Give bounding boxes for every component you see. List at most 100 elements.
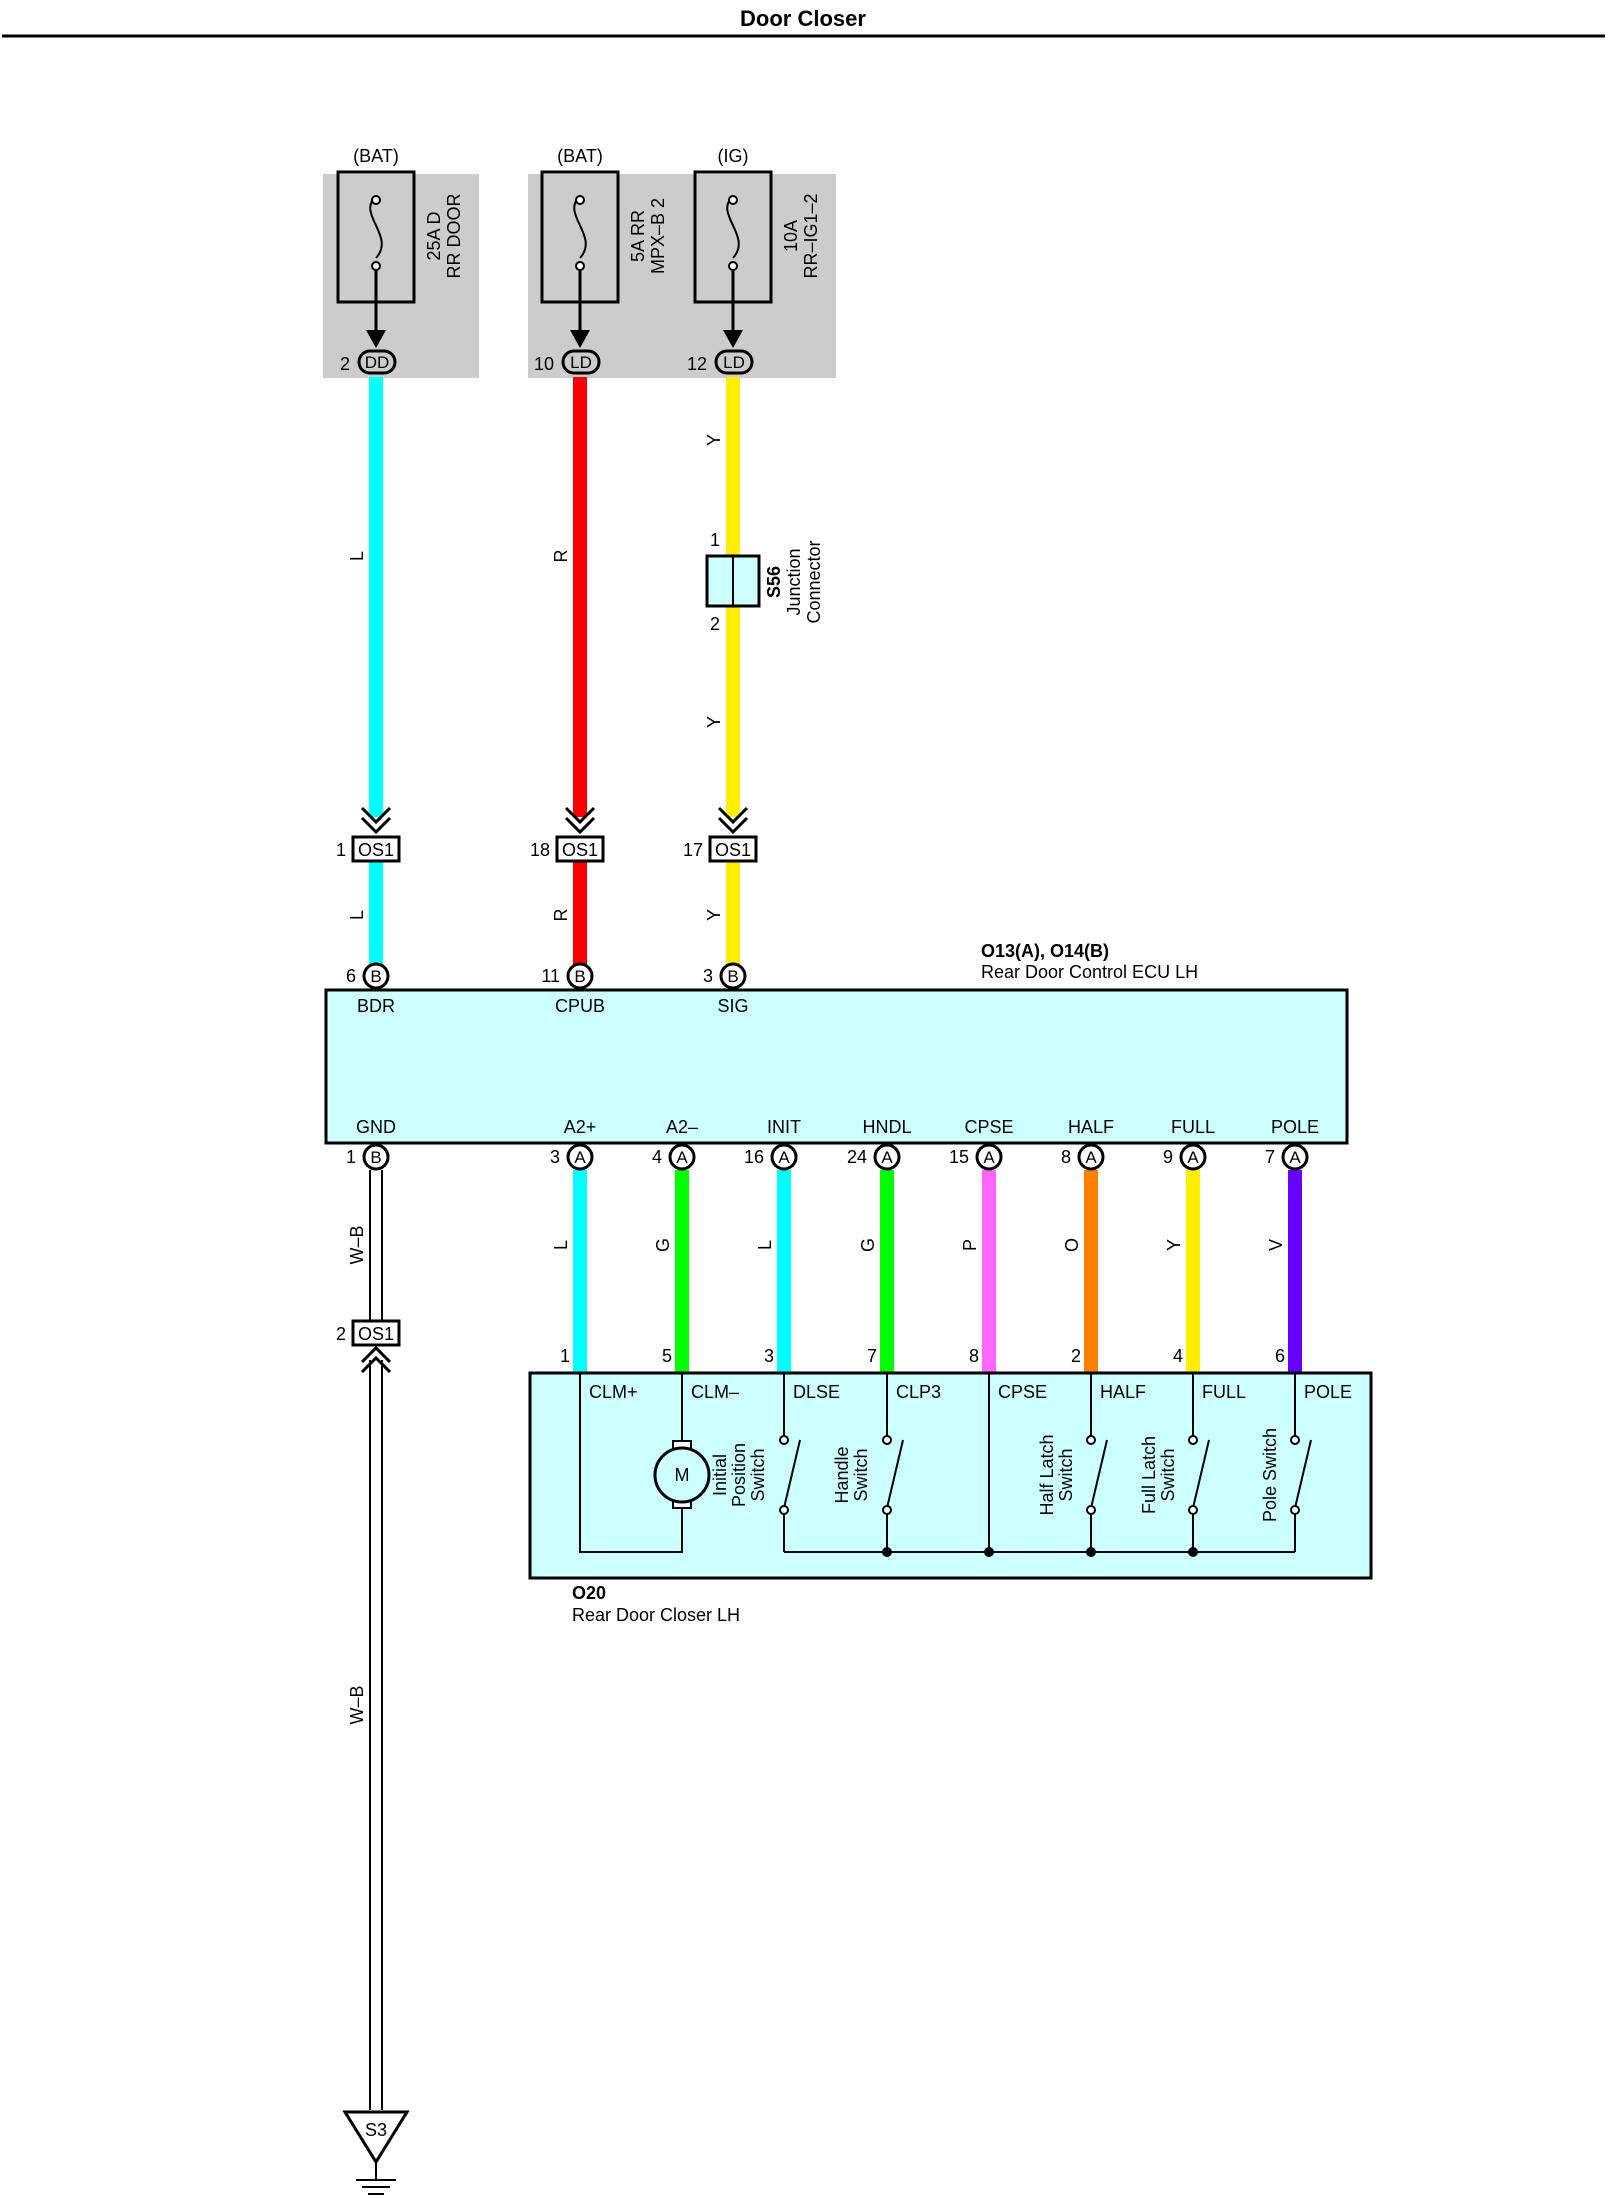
junction-pin-bottom: 2: [710, 614, 720, 634]
svg-text:A: A: [574, 1148, 586, 1167]
svg-text:V: V: [1266, 1239, 1286, 1251]
ecu-pin-number: 11: [541, 966, 560, 986]
handle-switch-label: Handle: [832, 1446, 852, 1503]
lower-wires: [573, 1170, 1302, 1374]
fuse-2-arrow-icon: [570, 330, 590, 348]
connector-chevron-icon: [360, 1345, 392, 1374]
fuse-3-name: RR–IG1–2: [801, 193, 821, 278]
wire-a2plus: [573, 1170, 587, 1374]
closer-terminal-label: CLP3: [896, 1382, 941, 1402]
wire-bdr-upper: [369, 377, 383, 817]
svg-text:O: O: [1062, 1238, 1082, 1252]
closer-terminal-label: POLE: [1304, 1382, 1352, 1402]
closer-terminal-label: DLSE: [793, 1382, 840, 1402]
svg-text:Y: Y: [1164, 1239, 1184, 1251]
os1-pin: 17: [683, 840, 703, 860]
page-title: Door Closer: [740, 6, 866, 31]
motor-label: M: [675, 1465, 690, 1485]
ecu-terminal-label: CPUB: [555, 996, 605, 1016]
wire-color-code: Y: [704, 716, 724, 728]
closer-pin: 6: [1275, 1346, 1285, 1366]
svg-text:A: A: [778, 1148, 790, 1167]
wire-cpub-upper: [573, 377, 587, 817]
svg-text:A: A: [983, 1148, 995, 1167]
closer-pin: 2: [1071, 1346, 1081, 1366]
ground-point-label: S3: [365, 2120, 387, 2140]
fuse-2-rating: 5A RR: [628, 210, 648, 262]
closer-pin: 7: [867, 1346, 877, 1366]
svg-text:G: G: [653, 1238, 673, 1252]
svg-text:L: L: [755, 1240, 775, 1250]
ecu-pin-number: 1: [346, 1147, 356, 1167]
initial-position-switch-label: Position: [729, 1443, 749, 1507]
ground-wire-color-code: W–B: [347, 1685, 367, 1724]
svg-text:B: B: [574, 967, 585, 986]
wire-color-code: Y: [704, 909, 724, 921]
lower-wire-color-codes: L G L G P O Y V: [551, 1238, 1286, 1252]
svg-text:A: A: [676, 1148, 688, 1167]
fuse-2: (BAT) 5A RR MPX–B 2 LD 10: [534, 146, 668, 375]
wire-pole: [1288, 1170, 1302, 1374]
svg-text:L: L: [551, 1240, 571, 1250]
wire-init: [777, 1170, 791, 1374]
closer-terminal-label: FULL: [1202, 1382, 1246, 1402]
fuse-3-arrow-icon: [723, 330, 743, 348]
wire-a2minus: [675, 1170, 689, 1374]
wire-color-code: L: [347, 551, 367, 561]
ecu-rear-door-control: O13(A), O14(B) Rear Door Control ECU LH …: [324, 941, 1349, 1171]
os1-pin: 1: [336, 840, 346, 860]
os1-connector: [555, 835, 605, 863]
closer-pin: 1: [560, 1346, 570, 1366]
junction-dots: [882, 1547, 1198, 1557]
ecu-pin-number: 16: [744, 1147, 764, 1167]
fuse-1: (BAT) 25A D RR DOOR DD 2: [336, 146, 464, 375]
closer-pin: 4: [1173, 1346, 1183, 1366]
ecu-name: Rear Door Control ECU LH: [981, 962, 1198, 982]
svg-text:B: B: [370, 967, 381, 986]
fuse-1-connector: [357, 349, 397, 375]
wire-cpub-lower: [573, 862, 587, 966]
fuse-2-connector: [561, 349, 601, 375]
os1-connector: [708, 835, 758, 863]
junction-pin-top: 1: [710, 530, 720, 550]
os1-pin: 2: [336, 1324, 346, 1344]
ecu-terminal-label: HALF: [1068, 1117, 1114, 1137]
closer-internal-wiring: [579, 1374, 1312, 1553]
fuse-3-source: (IG): [718, 146, 749, 166]
ecu-pin-number: 3: [703, 966, 713, 986]
svg-text:G: G: [858, 1238, 878, 1252]
ecu-terminal-label: A2+: [564, 1117, 597, 1137]
ecu-pin-number: 15: [949, 1147, 969, 1167]
ecu-terminal-label: INIT: [767, 1117, 801, 1137]
closer-pin: 5: [662, 1346, 672, 1366]
wire-cpse: [982, 1170, 996, 1374]
ground-wire: W–B OS1 2 W–B S3: [336, 1170, 410, 2195]
fuse-2-pin: 10: [534, 354, 554, 374]
ecu-terminal-label: SIG: [717, 996, 748, 1016]
os1-connector: [351, 835, 401, 863]
wire-bdr-lower: [369, 862, 383, 966]
motor-icon: M: [653, 1440, 711, 1509]
ecu-pin-connector: [566, 1143, 594, 1171]
ecu-pin-number: 4: [652, 1147, 662, 1167]
ecu-pin-number: 24: [847, 1147, 867, 1167]
wire-color-code: R: [551, 909, 571, 922]
closer-name: Rear Door Closer LH: [572, 1605, 740, 1625]
ecu-pin-connector: [566, 962, 594, 990]
closer-id: O20: [572, 1583, 606, 1603]
svg-text:A: A: [1085, 1148, 1097, 1167]
ground-wire-color-code: W–B: [347, 1225, 367, 1264]
svg-text:OS1: OS1: [358, 840, 394, 860]
svg-text:P: P: [960, 1239, 980, 1251]
ecu-pin-number: 7: [1265, 1147, 1275, 1167]
ecu-body: [324, 988, 1349, 1145]
initial-position-switch-label: Switch: [748, 1448, 768, 1501]
ecu-terminal-label: HNDL: [862, 1117, 911, 1137]
pole-switch-label: Pole Switch: [1260, 1428, 1280, 1522]
svg-text:B: B: [370, 1148, 381, 1167]
svg-text:A: A: [1187, 1148, 1199, 1167]
closer-terminal-label: CPSE: [998, 1382, 1047, 1402]
svg-text:DD: DD: [365, 353, 390, 372]
fuse-1-arrow-icon: [366, 330, 386, 348]
